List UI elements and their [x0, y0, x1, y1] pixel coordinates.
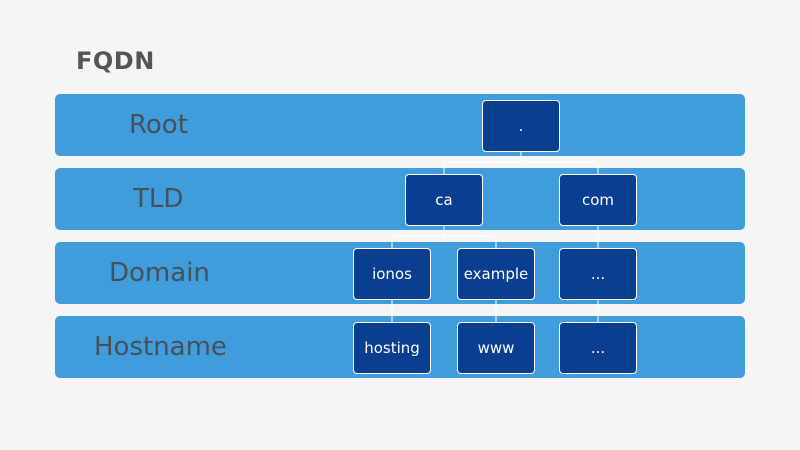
- band-label-tld: TLD: [133, 184, 184, 214]
- node-root: .: [482, 100, 560, 152]
- node-ionos: ionos: [353, 248, 431, 300]
- band-label-domain: Domain: [109, 258, 210, 288]
- node-ca: ca: [405, 174, 483, 226]
- band-root: Root: [55, 94, 745, 156]
- diagram-title: FQDN: [76, 47, 155, 75]
- node-hosting: hosting: [353, 322, 431, 374]
- node-com: com: [559, 174, 637, 226]
- node-com-domain: ...: [559, 248, 637, 300]
- band-label-root: Root: [129, 110, 188, 140]
- node-www: www: [457, 322, 535, 374]
- node-example: example: [457, 248, 535, 300]
- node-com-host: ...: [559, 322, 637, 374]
- band-label-hostname: Hostname: [94, 332, 227, 362]
- band-tld: TLD: [55, 168, 745, 230]
